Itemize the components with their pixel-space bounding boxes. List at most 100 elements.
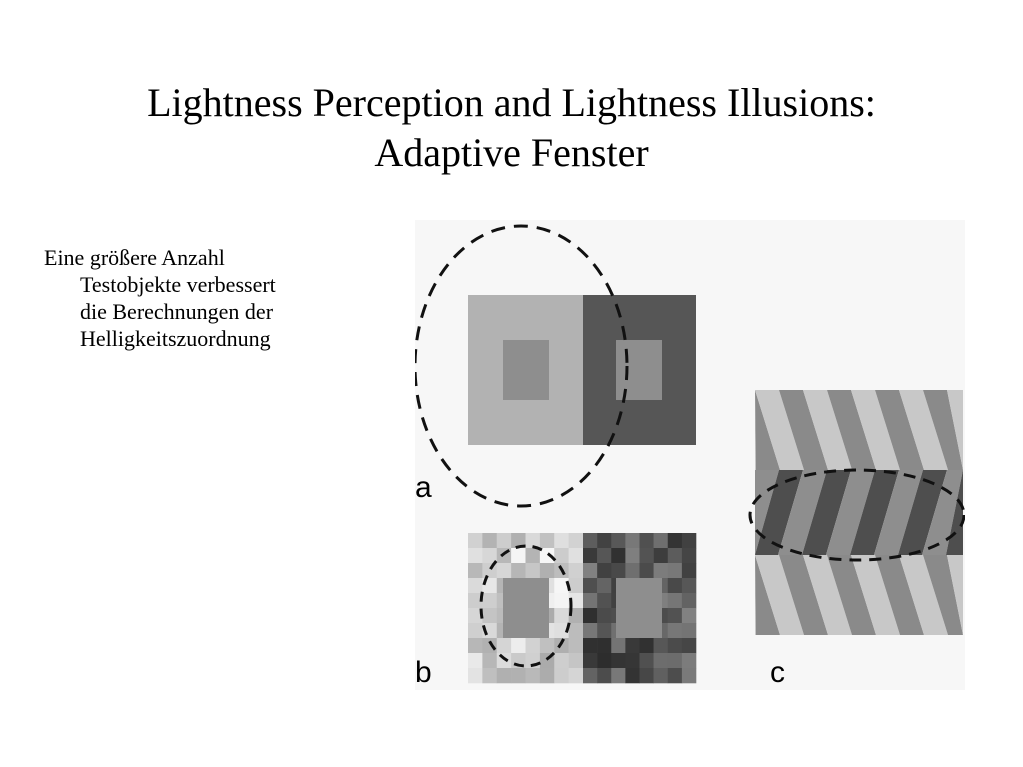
- checker-cell-light: [496, 653, 512, 669]
- checker-cell-dark: [653, 548, 669, 564]
- checker-cell-dark: [597, 593, 612, 609]
- zigzag-stripe: [802, 470, 851, 555]
- checker-cell-light: [554, 668, 569, 684]
- bullet-text: Eine größere Anzahl Testobjekte verbesse…: [44, 244, 374, 352]
- zigzag-stripe: [827, 390, 876, 470]
- slide-title: Lightness Perception and Lightness Illus…: [0, 78, 1023, 178]
- checker-cell-dark: [583, 668, 598, 684]
- checker-cell-dark: [597, 563, 612, 579]
- bullet-line-1: Eine größere Anzahl: [44, 245, 225, 270]
- checker-cell-dark: [681, 623, 697, 639]
- panel-b-window-ellipse: [479, 544, 573, 668]
- zigzag-stripe: [803, 555, 852, 635]
- bullet-line-4: Helligkeitszuordnung: [80, 326, 271, 351]
- checker-cell-light: [496, 638, 512, 654]
- checker-cell-dark: [653, 653, 669, 669]
- checker-cell-dark: [597, 608, 612, 624]
- zigzag-stripe: [875, 390, 924, 470]
- zigzag-stripe: [899, 555, 948, 635]
- checker-cell-dark: [597, 533, 612, 549]
- title-line-2: Adaptive Fenster: [374, 130, 649, 175]
- checker-cell-dark: [667, 668, 683, 684]
- illusion-figure-svg: a b c: [415, 220, 965, 690]
- checker-cell-dark: [667, 578, 683, 594]
- panel-c-label: c: [770, 656, 785, 689]
- checker-cell-dark: [681, 563, 697, 579]
- checker-cell-light: [496, 533, 512, 549]
- checker-cell-dark: [611, 653, 626, 669]
- checker-cell-dark: [667, 653, 683, 669]
- checker-cell-light: [468, 638, 483, 654]
- checker-cell-light: [482, 608, 498, 624]
- checker-cell-dark: [583, 608, 598, 624]
- checker-cell-light: [482, 668, 498, 684]
- zigzag-stripe: [850, 470, 899, 555]
- checker-cell-dark: [625, 653, 640, 669]
- checker-cell-dark: [681, 578, 697, 594]
- checker-cell-dark: [611, 563, 626, 579]
- checker-cell-light: [554, 593, 569, 609]
- zigzag-stripe: [899, 390, 948, 470]
- checker-cell-dark: [597, 548, 612, 564]
- zigzag-stripe: [755, 470, 803, 555]
- checker-cell-dark: [611, 668, 626, 684]
- checker-cell-dark: [681, 593, 697, 609]
- zigzag-stripe: [826, 470, 875, 555]
- checker-cell-dark: [597, 668, 612, 684]
- checker-cell-light: [482, 653, 498, 669]
- zigzag-stripe: [779, 555, 828, 635]
- zigzag-stripe: [923, 390, 963, 470]
- checker-cell-dark: [583, 593, 598, 609]
- panel-c-window-ellipse: [748, 468, 965, 562]
- checker-cell-dark: [597, 623, 612, 639]
- title-line-1: Lightness Perception and Lightness Illus…: [147, 80, 876, 125]
- checker-cell-light: [525, 638, 541, 654]
- panel-b-target-left: [503, 578, 549, 638]
- bullet-line-3: die Berechnungen der: [80, 299, 274, 324]
- illusion-figure: a b c: [415, 220, 965, 690]
- checker-cell-dark: [625, 668, 640, 684]
- checker-cell-dark: [625, 563, 640, 579]
- checker-cell-dark: [639, 548, 654, 564]
- checker-cell-light: [496, 668, 512, 684]
- checker-cell-dark: [681, 533, 697, 549]
- panel-b-target-right: [616, 578, 662, 638]
- zigzag-stripe: [779, 390, 828, 470]
- checker-cell-light: [554, 548, 569, 564]
- checker-cell-dark: [639, 653, 654, 669]
- checker-cell-light: [568, 668, 584, 684]
- checker-cell-dark: [639, 533, 654, 549]
- checker-cell-dark: [653, 668, 669, 684]
- checker-cell-light: [539, 668, 555, 684]
- checker-cell-dark: [625, 533, 640, 549]
- checker-cell-light: [468, 668, 483, 684]
- checker-cell-light: [568, 653, 584, 669]
- checker-cell-light: [525, 668, 541, 684]
- zigzag-stripe: [947, 390, 963, 470]
- checker-cell-dark: [681, 638, 697, 654]
- checker-cell-light: [496, 563, 512, 579]
- checker-cell-dark: [611, 638, 626, 654]
- panel-c-zigzag-stripes: [755, 390, 963, 635]
- checker-cell-light: [468, 563, 483, 579]
- checker-cell-dark: [583, 548, 598, 564]
- checker-cell-dark: [583, 653, 598, 669]
- checker-cell-light: [511, 668, 526, 684]
- checker-cell-dark: [625, 548, 640, 564]
- checker-cell-dark: [611, 548, 626, 564]
- checker-cell-dark: [639, 563, 654, 579]
- zigzag-stripe: [947, 555, 963, 635]
- checker-cell-dark: [667, 638, 683, 654]
- checker-cell-light: [554, 533, 569, 549]
- panel-a-window-ellipse: [415, 224, 629, 508]
- zigzag-stripe: [827, 555, 876, 635]
- checker-cell-light: [468, 653, 483, 669]
- checker-cell-dark: [681, 668, 697, 684]
- checker-cell-light: [482, 548, 498, 564]
- panel-a-label: a: [415, 471, 432, 504]
- checker-cell-dark: [681, 608, 697, 624]
- zigzag-stripe: [803, 390, 852, 470]
- checker-cell-light: [568, 533, 584, 549]
- checker-cell-light: [554, 623, 569, 639]
- checker-cell-light: [525, 563, 541, 579]
